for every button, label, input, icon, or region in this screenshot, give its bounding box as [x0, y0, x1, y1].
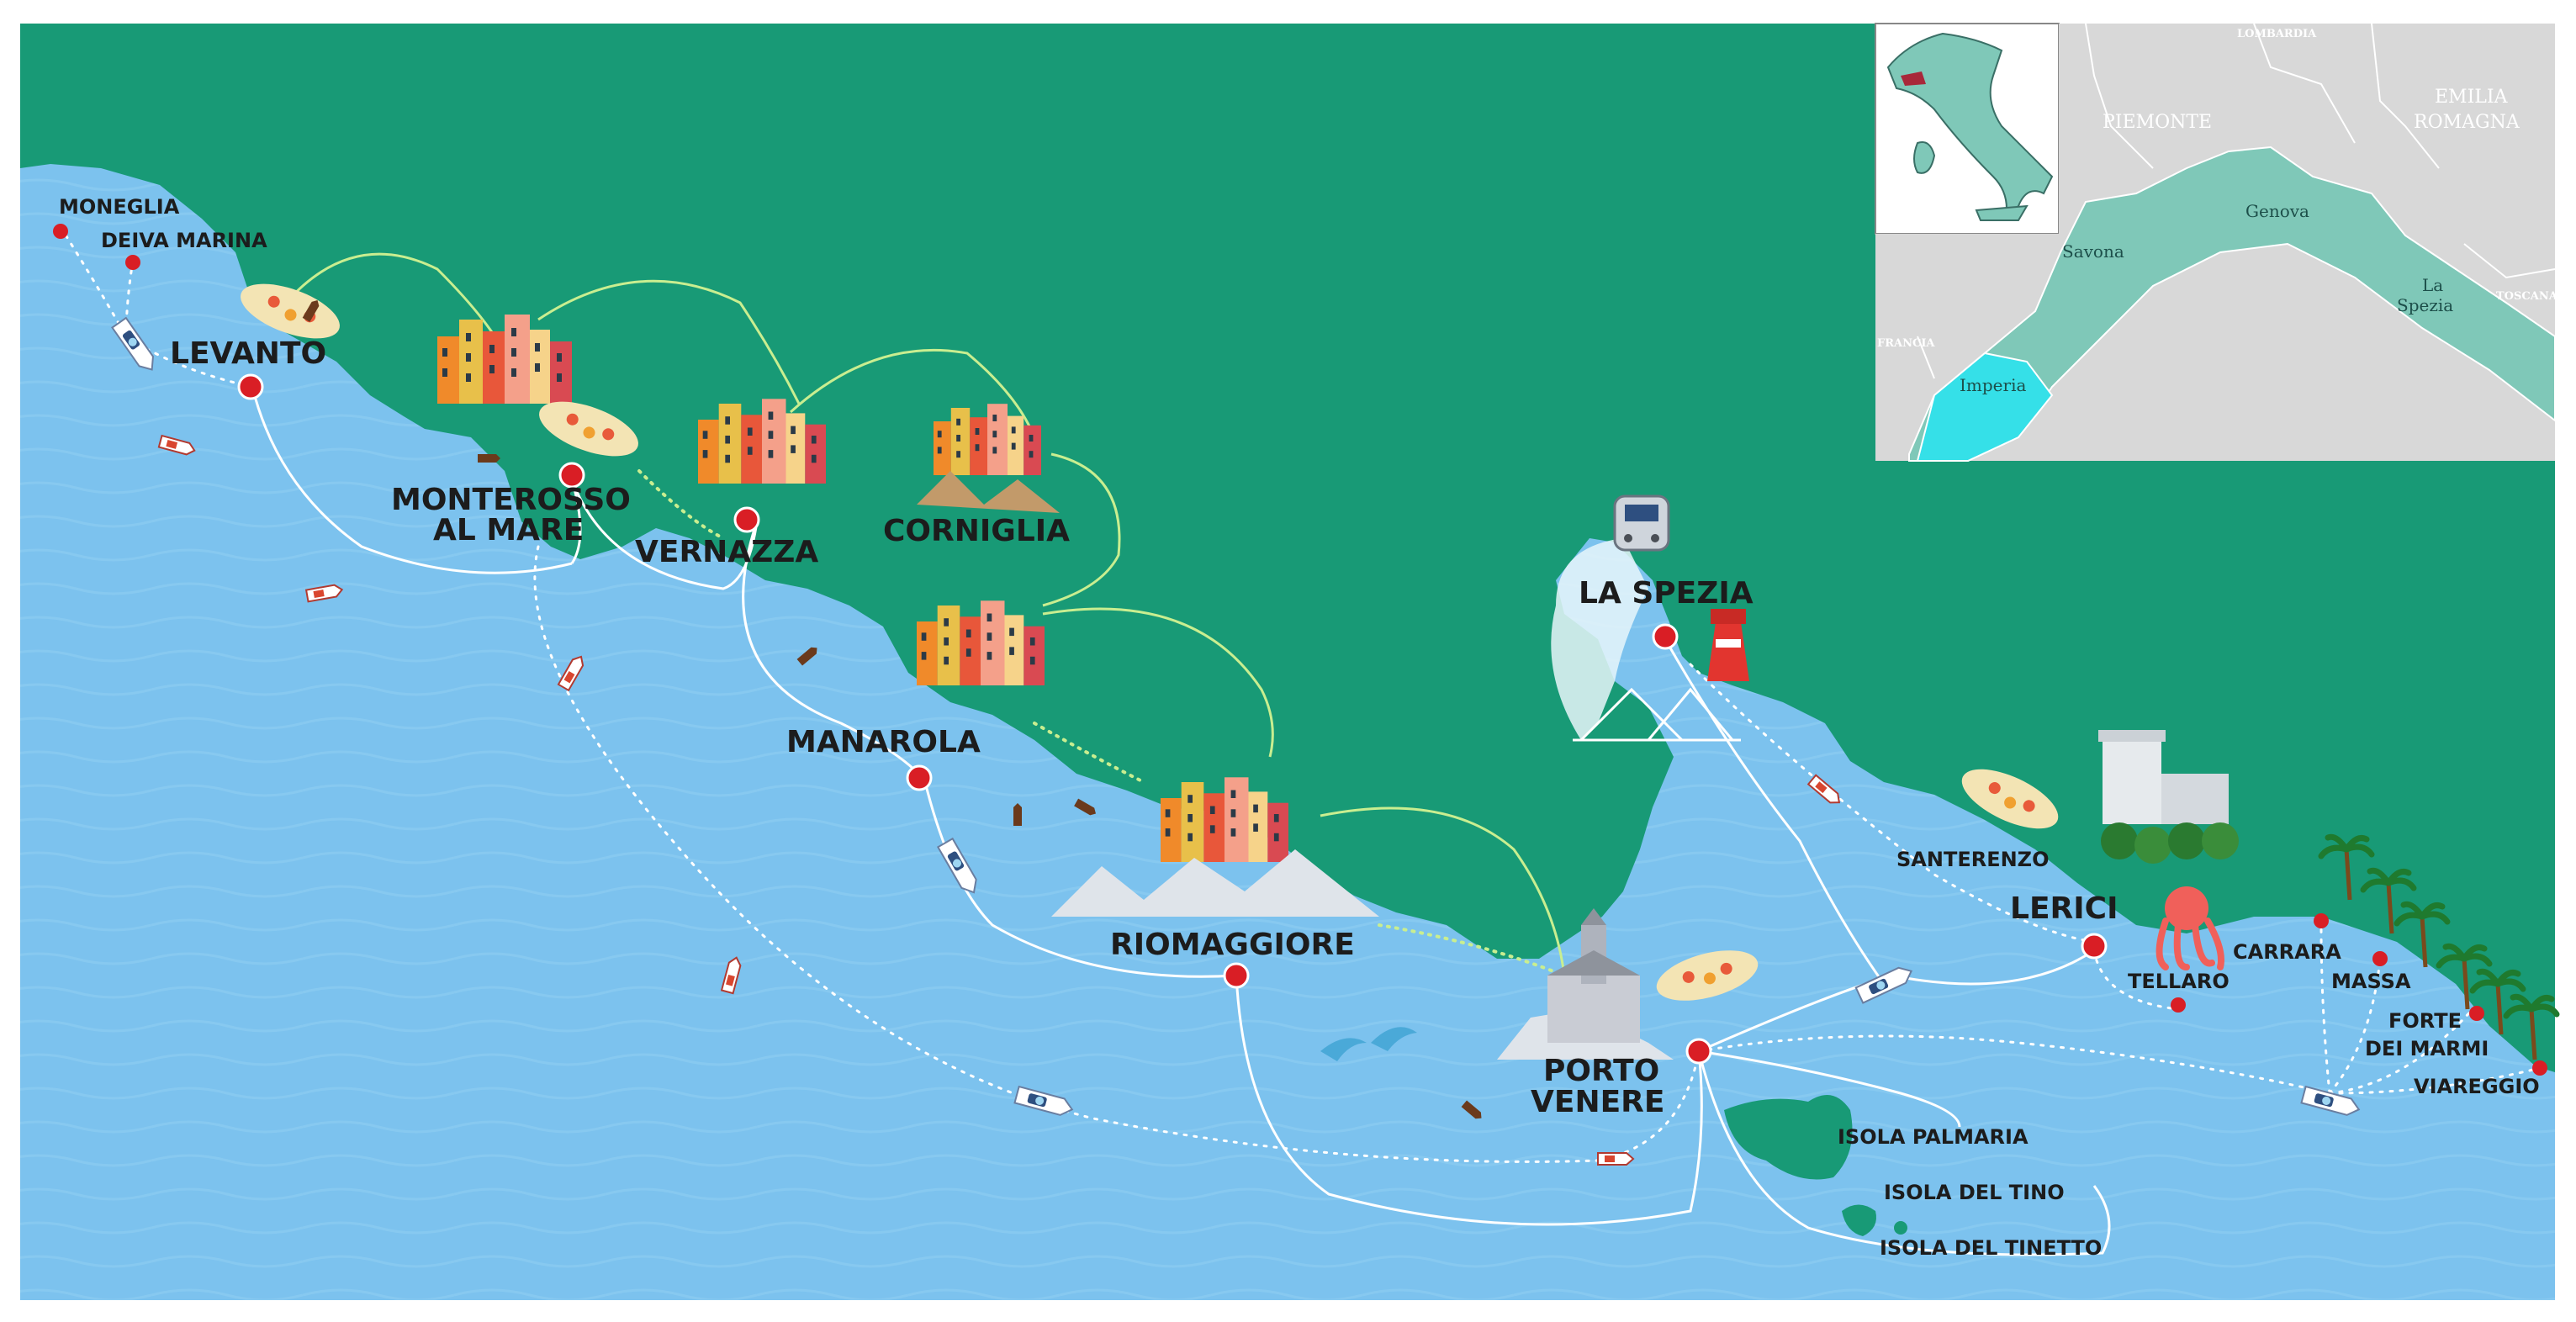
label-massa: MASSA — [2331, 970, 2411, 993]
hiking-trails — [284, 252, 1566, 977]
label-carrara: CARRARA — [2233, 940, 2341, 964]
imperia-region — [1916, 352, 2054, 462]
isola-palmaria — [1724, 1095, 1853, 1180]
label-la-spezia: LA SPEZIA — [1579, 576, 1753, 611]
bridge-icon — [1573, 687, 1741, 742]
inset-lombardia: LOMBARDIA — [2237, 28, 2317, 40]
label-manarola: MANAROLA — [786, 725, 981, 759]
label-monterosso-2: AL MARE — [433, 513, 584, 547]
inset-piemonte: PIEMONTE — [2103, 112, 2212, 133]
label-moneglia: MONEGLIA — [59, 195, 180, 219]
label-viareggio: VIAREGGIO — [2414, 1075, 2540, 1098]
inset-toscana: TOSCANA — [2496, 290, 2558, 303]
town-labels: MONEGLIA DEIVA MARINA LEVANTO MONTEROSSO… — [59, 195, 2540, 1260]
label-isola-palmaria: ISOLA PALMARIA — [1838, 1125, 2029, 1149]
italy-outline — [1886, 32, 2054, 221]
label-monterosso-1: MONTEROSSO — [391, 483, 631, 517]
label-forte-1: FORTE — [2388, 1009, 2462, 1033]
inset-italy — [1875, 23, 2060, 235]
label-riomaggiore: RIOMAGGIORE — [1110, 928, 1355, 962]
dolphin-icon — [1320, 1027, 1417, 1061]
church-icon — [1547, 908, 1640, 1043]
train-icon — [1613, 494, 1670, 552]
label-deiva-marina: DEIVA MARINA — [101, 229, 267, 252]
isola-del-tinetto — [1894, 1221, 1907, 1235]
label-porto-venere-2: VENERE — [1531, 1085, 1665, 1119]
label-santerenzo: SANTERENZO — [1896, 848, 2049, 871]
label-forte-2: DEI MARMI — [2365, 1037, 2489, 1060]
inset-la-spezia-2: Spezia — [2397, 295, 2453, 315]
label-porto-venere-1: PORTO — [1543, 1054, 1659, 1088]
inset-imperia: Imperia — [1960, 375, 2026, 395]
octopus-icon — [2155, 886, 2224, 970]
lighthouse-icon — [1707, 609, 1749, 681]
liguria-region — [1908, 145, 2556, 462]
castle-icon — [2098, 730, 2239, 864]
inset-emilia-1: EMILIA — [2435, 87, 2509, 108]
label-corniglia: CORNIGLIA — [883, 514, 1070, 548]
inset-liguria: LOMBARDIA PIEMONTE EMILIA ROMAGNA FRANCI… — [1875, 23, 2558, 462]
label-lerici: LERICI — [2010, 891, 2118, 926]
inset-savona: Savona — [2062, 241, 2124, 262]
label-isola-del-tino: ISOLA DEL TINO — [1884, 1181, 2065, 1204]
isola-del-tino — [1842, 1204, 1876, 1236]
label-isola-del-tinetto: ISOLA DEL TINETTO — [1880, 1236, 2102, 1260]
label-vernazza: VERNAZZA — [635, 535, 818, 569]
inset-emilia-2: ROMAGNA — [2414, 112, 2520, 133]
la-spezia-harbour — [1551, 538, 1648, 740]
town-pins — [53, 224, 2547, 1076]
inset-genova: Genova — [2245, 201, 2309, 221]
label-tellaro: TELLARO — [2128, 970, 2230, 993]
label-levanto: LEVANTO — [170, 336, 326, 371]
inset-la-spezia-1: La — [2422, 275, 2443, 295]
inset-francia: FRANCIA — [1877, 337, 1935, 350]
